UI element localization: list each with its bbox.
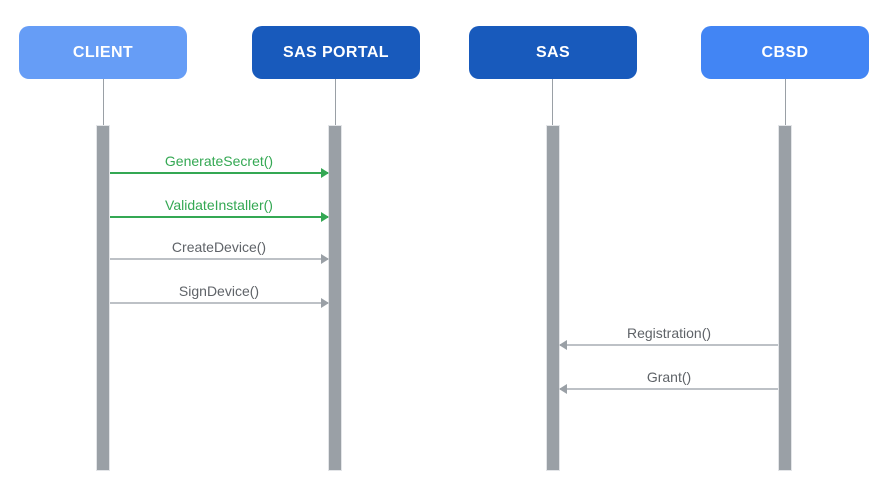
arrowhead-left-icon	[559, 384, 567, 394]
activation-bar-sas	[546, 125, 560, 471]
message-label: GenerateSecret()	[164, 153, 274, 169]
arrowhead-right-icon	[321, 168, 329, 178]
actor-box-cbsd: CBSD	[701, 26, 869, 79]
message-line	[110, 212, 329, 222]
arrowhead-right-icon	[321, 298, 329, 308]
message-label: CreateDevice()	[171, 239, 267, 255]
message-registration: Registration()	[559, 324, 778, 350]
lifeline-stem-sas	[552, 79, 553, 126]
message-sign-device: SignDevice()	[110, 282, 329, 308]
arrowhead-left-icon	[559, 340, 567, 350]
arrowhead-right-icon	[321, 212, 329, 222]
lifeline-stem-cbsd	[785, 79, 786, 126]
activation-bar-cbsd	[778, 125, 792, 471]
activation-bar-sas-portal	[328, 125, 342, 471]
message-create-device: CreateDevice()	[110, 238, 329, 264]
message-line	[110, 254, 329, 264]
message-label: Registration()	[626, 325, 712, 341]
actor-box-sas: SAS	[469, 26, 637, 79]
lifeline-stem-sas-portal	[335, 79, 336, 126]
message-line	[110, 168, 329, 178]
activation-bar-client	[96, 125, 110, 471]
message-line	[559, 384, 778, 394]
message-label: Grant()	[646, 369, 692, 385]
actor-box-sas-portal: SAS PORTAL	[252, 26, 420, 79]
message-label: SignDevice()	[178, 283, 260, 299]
message-validate-installer: ValidateInstaller()	[110, 196, 329, 222]
message-label: ValidateInstaller()	[165, 197, 273, 213]
message-grant: Grant()	[559, 368, 778, 394]
message-line	[110, 298, 329, 308]
actor-box-client: CLIENT	[19, 26, 187, 79]
arrowhead-right-icon	[321, 254, 329, 264]
lifeline-stem-client	[103, 79, 104, 126]
message-line	[559, 340, 778, 350]
message-generate-secret: GenerateSecret()	[110, 152, 329, 178]
